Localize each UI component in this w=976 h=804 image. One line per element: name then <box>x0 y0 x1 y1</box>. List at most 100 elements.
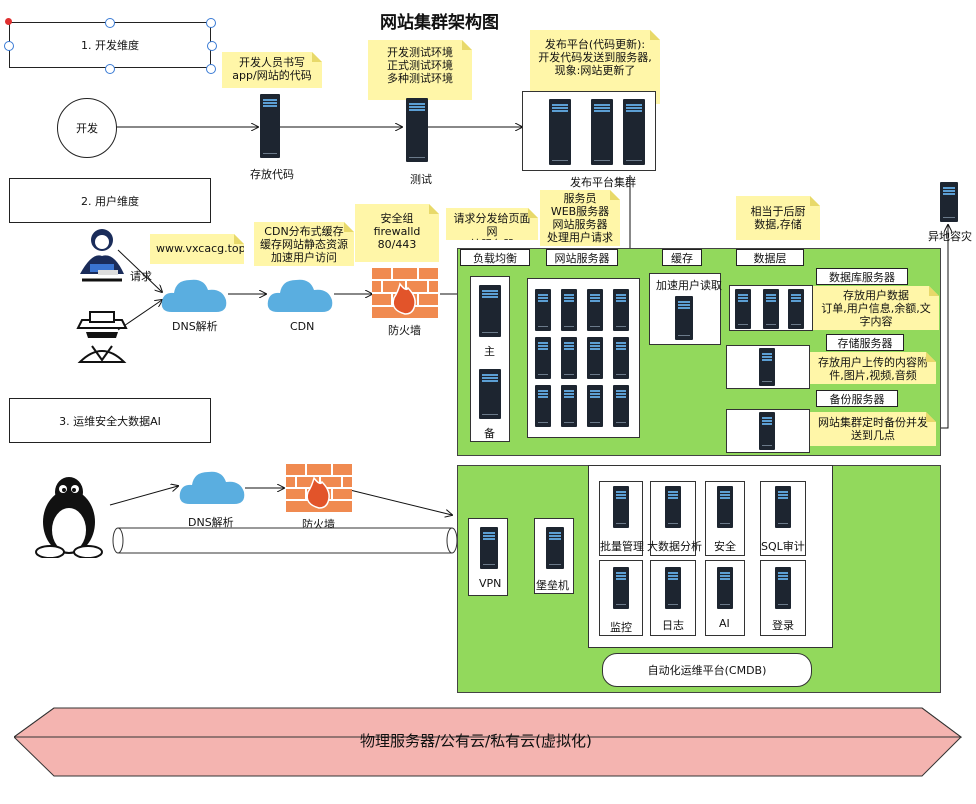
db-server-icon <box>735 289 751 329</box>
offsite-server-icon[interactable] <box>940 182 958 222</box>
note-web: 服务员 WEB服务器 网站服务器 处理用户请求 <box>540 190 620 246</box>
cache-header[interactable]: 缓存 <box>662 249 702 266</box>
diagram-title: 网站集群架构图 <box>380 13 499 33</box>
tool-server-icon <box>717 567 733 609</box>
web-header-label: 网站服务器 <box>554 251 610 265</box>
tool-label: 大数据分析 <box>647 540 702 553</box>
release-server-icon <box>549 99 571 165</box>
dimension-dev-label: 1. 开发维度 <box>81 39 139 52</box>
lb-header-label: 负载均衡 <box>473 251 517 265</box>
vpn-box[interactable]: VPN <box>468 518 508 596</box>
data-layer-header[interactable]: 数据层 <box>736 249 804 266</box>
storage-box[interactable] <box>726 345 810 389</box>
tool-server-icon <box>775 567 791 609</box>
tool-server-icon <box>613 486 629 528</box>
tool-label: 安全 <box>714 540 736 553</box>
ops-dns-cloud-icon <box>179 471 245 504</box>
db-header[interactable]: 数据库服务器 <box>816 268 908 285</box>
cdn-label: CDN <box>290 320 315 333</box>
backup-server-icon <box>759 412 775 450</box>
backup-note: 网站集群定时备份并发 送到几点 <box>810 412 936 446</box>
tool-login[interactable]: 登录 <box>760 560 806 636</box>
note-test: 开发测试环境 正式测试环境 多种测试环境 <box>368 40 472 100</box>
cache-note: 加速用户读取 <box>656 279 722 292</box>
web-server-icon <box>535 337 551 379</box>
cmdb-label: 自动化运维平台(CMDB) <box>647 664 767 677</box>
tool-server-icon <box>613 567 629 609</box>
tool-log[interactable]: 日志 <box>650 560 696 636</box>
dimension-user-box[interactable]: 2. 用户维度 <box>9 178 211 223</box>
tool-monitor[interactable]: 监控 <box>599 560 643 636</box>
dimension-user-label: 2. 用户维度 <box>81 194 139 208</box>
release-cluster-label: 发布平台集群 <box>570 176 636 189</box>
dev-circle[interactable]: 开发 <box>57 98 117 158</box>
tool-batch[interactable]: 批量管理 <box>599 481 644 556</box>
lb-box[interactable]: 主 备 <box>470 276 510 442</box>
ops-firewall-icon <box>286 464 352 512</box>
vpn-server-icon <box>480 527 498 569</box>
note-kitchen: 相当于后厨 数据,存储 <box>736 196 820 240</box>
lb-main-label: 主 <box>484 345 495 358</box>
ops-dns-label: DNS解析 <box>188 516 234 529</box>
tool-server-icon <box>665 486 681 528</box>
tool-server-icon <box>775 486 791 528</box>
release-server-icon <box>623 99 645 165</box>
dimension-dev-box[interactable]: 1. 开发维度 <box>9 22 211 68</box>
storage-server-icon <box>759 348 775 386</box>
test-server-label: 测试 <box>410 173 432 186</box>
web-server-icon <box>587 337 603 379</box>
selection-handle-icon <box>105 64 115 74</box>
bastion-box[interactable]: 堡垒机 <box>534 518 574 594</box>
web-header[interactable]: 网站服务器 <box>546 249 618 266</box>
tool-security[interactable]: 安全 <box>705 481 745 556</box>
release-cluster-box[interactable] <box>522 91 656 171</box>
code-server-icon[interactable] <box>260 94 280 158</box>
data-layer-header-label: 数据层 <box>753 251 787 265</box>
cache-server-icon <box>675 296 693 340</box>
ops-tools-box: 批量管理 大数据分析 安全 SQL审计 监控 日志 AI 登录 <box>588 465 833 648</box>
tool-label: AI <box>719 617 730 630</box>
tool-label: 登录 <box>772 619 794 632</box>
backup-box[interactable] <box>726 409 810 453</box>
code-server-label: 存放代码 <box>250 168 294 181</box>
backup-header-label: 备份服务器 <box>829 392 885 406</box>
note-cdn: CDN分布式缓存 缓存网站静态资源 加速用户访问 <box>254 222 354 266</box>
tool-label: 日志 <box>662 619 684 632</box>
vpn-label: VPN <box>479 577 502 590</box>
dimension-ops-box[interactable]: 3. 运维安全大数据AI <box>9 398 211 443</box>
bastion-server-icon <box>546 527 564 569</box>
selection-handle-icon <box>4 41 14 51</box>
storage-note: 存放用户上传的内容附 件,图片,视频,音频 <box>810 352 936 384</box>
web-server-icon <box>587 289 603 331</box>
user-icon <box>80 229 124 282</box>
selection-handle-icon <box>5 18 12 25</box>
backup-header[interactable]: 备份服务器 <box>816 390 898 407</box>
test-server-icon[interactable] <box>406 98 428 162</box>
request-label: 请求 <box>130 270 152 283</box>
dns-label: DNS解析 <box>172 320 218 333</box>
db-server-icon <box>763 289 779 329</box>
dns-cloud-icon <box>161 279 227 312</box>
tool-label: 监控 <box>610 621 632 634</box>
lb-header[interactable]: 负载均衡 <box>460 249 530 266</box>
web-server-box[interactable] <box>527 278 640 438</box>
selection-handle-icon <box>206 18 216 28</box>
release-server-icon <box>591 99 613 165</box>
dev-circle-label: 开发 <box>76 122 98 135</box>
tool-ai[interactable]: AI <box>705 560 745 636</box>
cache-box[interactable]: 加速用户读取 <box>649 273 722 345</box>
tool-sql-audit[interactable]: SQL审计 <box>760 481 806 556</box>
vpn-tunnel-pipe <box>112 527 458 554</box>
tool-label: 批量管理 <box>600 540 644 553</box>
cmdb-pill[interactable]: 自动化运维平台(CMDB) <box>602 653 812 687</box>
web-server-icon <box>613 337 629 379</box>
hacker-icon <box>76 311 128 363</box>
tool-bigdata[interactable]: 大数据分析 <box>647 481 702 556</box>
web-server-icon <box>613 385 629 427</box>
db-header-label: 数据库服务器 <box>829 270 895 284</box>
web-server-icon <box>561 385 577 427</box>
infra-label: 物理服务器/公有云/私有云(虚拟化) <box>360 732 592 750</box>
db-box[interactable] <box>729 285 813 331</box>
cache-header-label: 缓存 <box>671 251 693 265</box>
storage-header[interactable]: 存储服务器 <box>826 334 904 351</box>
